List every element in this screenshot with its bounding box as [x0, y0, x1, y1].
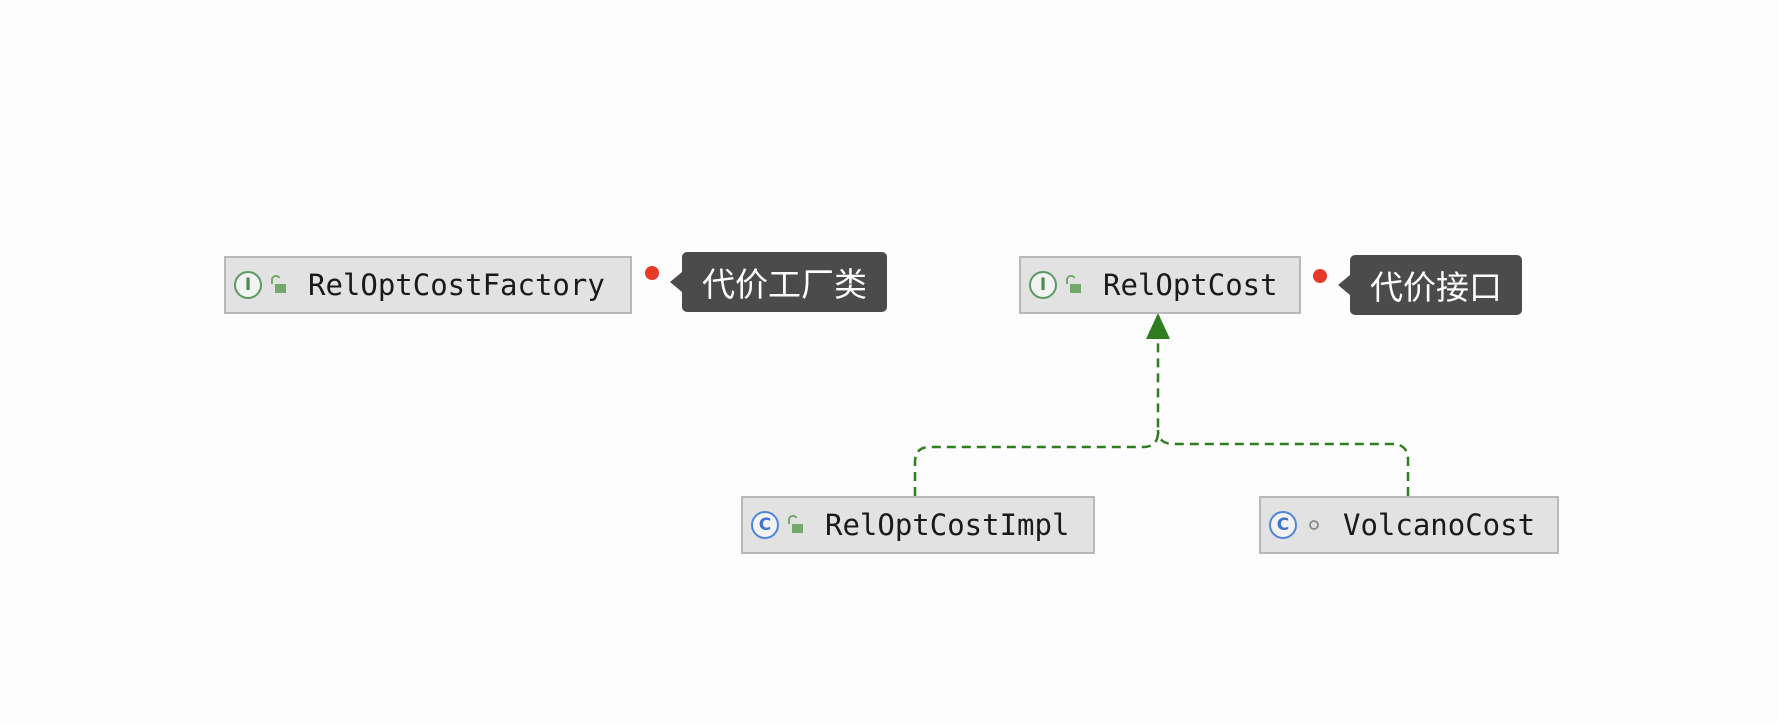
note-anchor-dot [645, 266, 659, 280]
edge-impl-to-cost[interactable] [913, 334, 1160, 496]
class-icon: C [1269, 511, 1297, 539]
public-lock-icon [1065, 274, 1081, 293]
package-private-dot-icon [1309, 520, 1319, 530]
interface-icon: I [1029, 271, 1057, 299]
edge-volcano-to-cost[interactable] [1156, 429, 1410, 496]
class-name: RelOptCost [1103, 268, 1278, 302]
note-anchor-dot [1313, 269, 1327, 283]
class-node-relopt-cost[interactable]: I RelOptCost [1019, 256, 1301, 314]
class-icon: C [751, 511, 779, 539]
class-node-volcano-cost[interactable]: C VolcanoCost [1259, 496, 1559, 554]
public-lock-icon [787, 514, 803, 533]
note-relopt-cost[interactable]: 代价接口 [1338, 255, 1522, 315]
class-name: RelOptCostFactory [308, 268, 605, 302]
interface-icon: I [234, 271, 262, 299]
class-name: VolcanoCost [1343, 508, 1536, 542]
note-relopt-cost-factory[interactable]: 代价工厂类 [670, 252, 887, 312]
class-node-relopt-cost-factory[interactable]: I RelOptCostFactory [224, 256, 632, 314]
public-lock-icon [270, 274, 286, 293]
class-name: RelOptCostImpl [825, 508, 1070, 542]
inheritance-arrowhead [1146, 313, 1170, 339]
class-node-relopt-cost-impl[interactable]: C RelOptCostImpl [741, 496, 1095, 554]
